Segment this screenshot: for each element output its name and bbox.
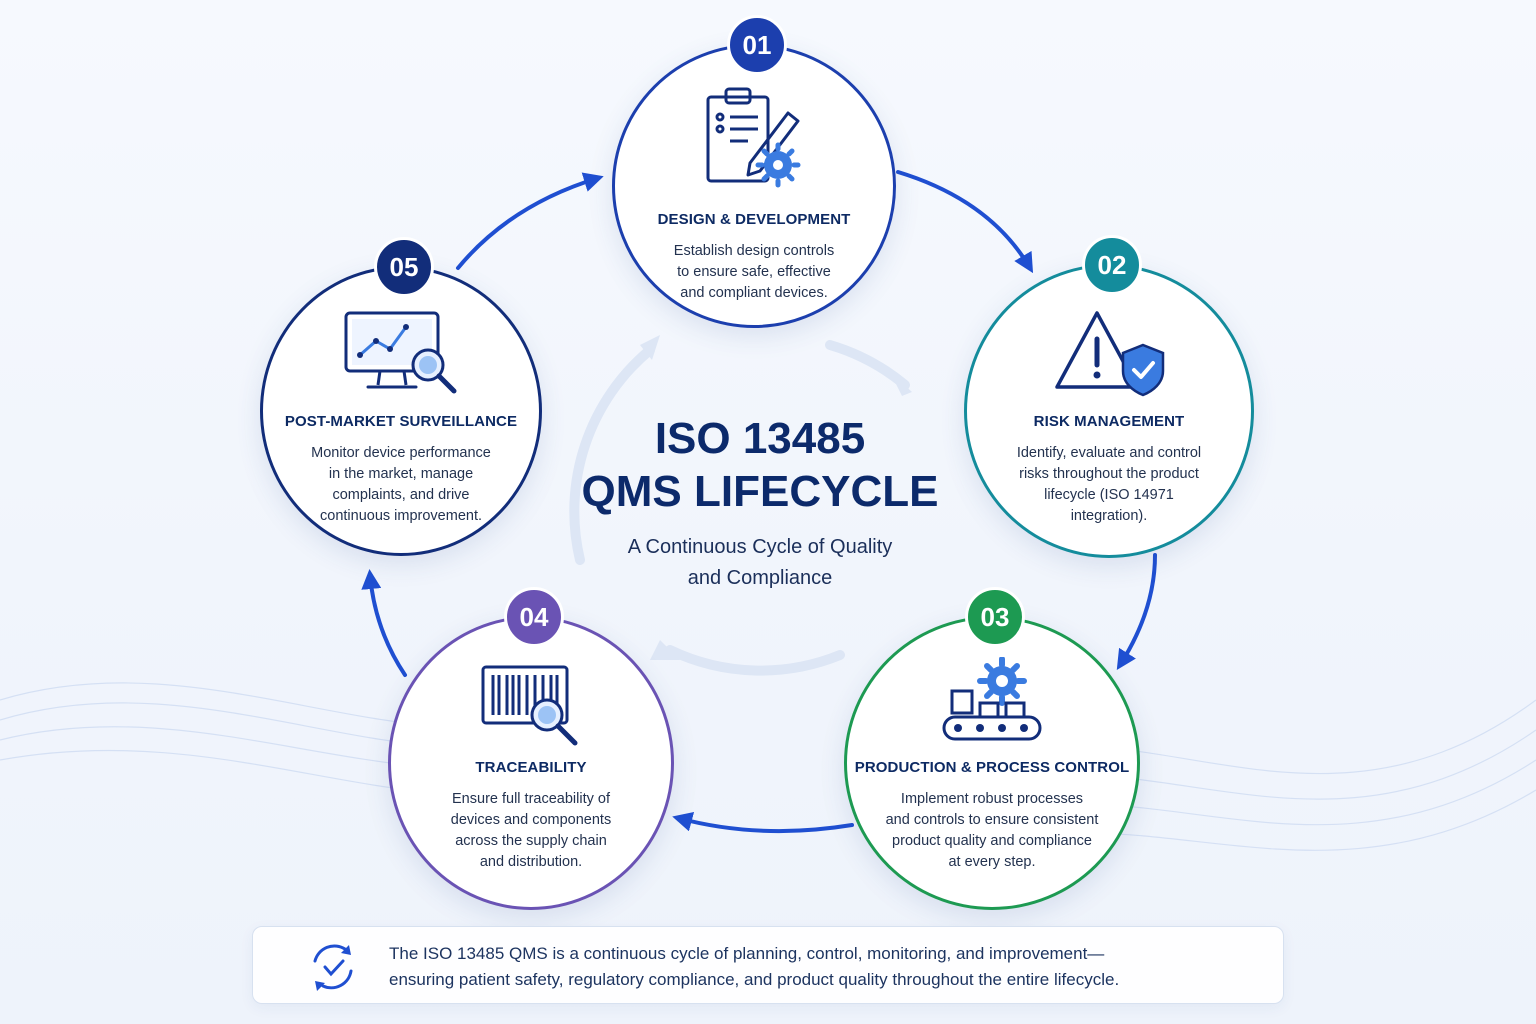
step-number-badge: 04: [504, 587, 564, 647]
step-title: DESIGN & DEVELOPMENT: [657, 211, 851, 228]
step-risk-management: 02 RISK MANAGEMENT Identify, evaluate an…: [964, 235, 1254, 558]
step-number-badge: 02: [1082, 235, 1142, 295]
center-subtitle: A Continuous Cycle of Quality and Compli…: [627, 536, 893, 589]
clipboard-pencil-gear-icon: [706, 87, 801, 188]
step-number-badge: 05: [374, 237, 434, 297]
center-title: ISO 13485 QMS LIFECYCLE: [581, 414, 939, 516]
warning-shield-icon: [1055, 311, 1165, 397]
cycle-check-icon: [313, 944, 353, 991]
step-title: POST-MARKET SURVEILLANCE: [284, 413, 518, 430]
step-post-market-surveillance: 05 POST-MARKET SURVEILLANCE Monitor devi…: [260, 237, 542, 556]
conveyor-gear-icon: [942, 657, 1042, 741]
step-number-badge: 01: [727, 15, 787, 75]
step-title: TRACEABILITY: [475, 759, 587, 776]
monitor-chart-magnifier-icon: [344, 311, 457, 394]
step-title: RISK MANAGEMENT: [1033, 413, 1185, 430]
step-production-process-control: 03 PRODUCTION & PROCESS CONTROL Implemen…: [844, 587, 1140, 910]
barcode-magnifier-icon: [481, 665, 578, 746]
step-design-development: 01 DESIGN & DEVELOPMENT Establish design…: [612, 15, 896, 328]
footer-text: The ISO 13485 QMS is a continuous cycle …: [389, 944, 1120, 989]
footer-summary-box: The ISO 13485 QMS is a continuous cycle …: [252, 926, 1284, 1004]
step-number-badge: 03: [965, 587, 1025, 647]
step-traceability: 04 TRACEABILITY Ensure full traceability…: [388, 587, 674, 910]
step-title: PRODUCTION & PROCESS CONTROL: [854, 759, 1130, 776]
